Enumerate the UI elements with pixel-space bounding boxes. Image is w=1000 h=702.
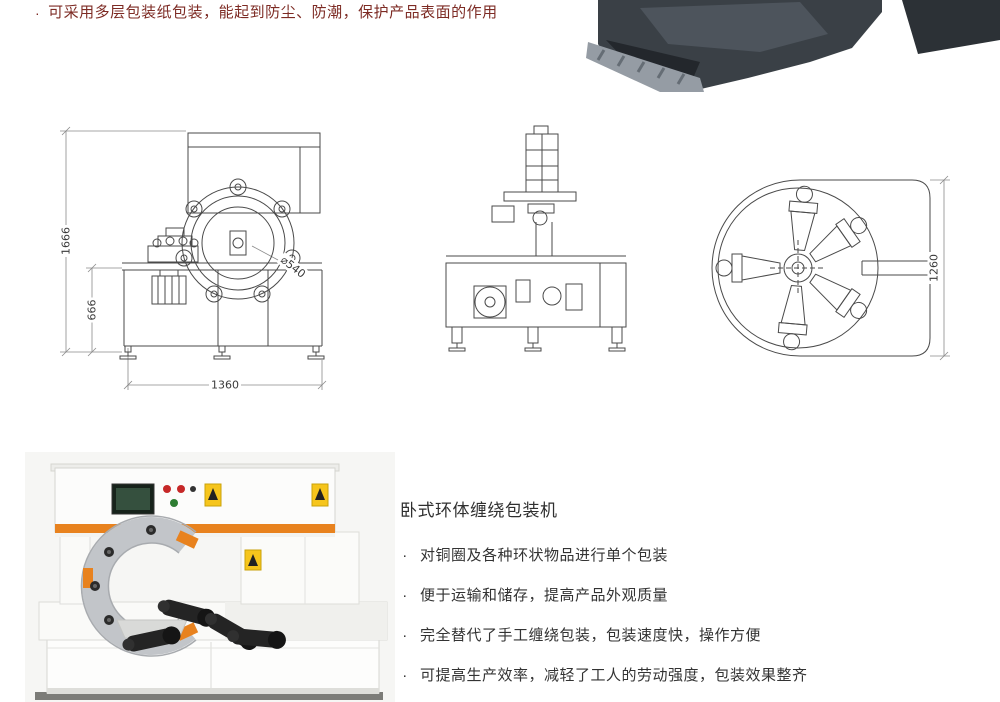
feature-text: 对铜圈及各种环状物品进行单个包装 <box>420 547 669 564</box>
panel-warning-icon <box>204 483 222 507</box>
intro-line: · 可采用多层包装纸包装，能起到防尘、防潮，保护产品表面的作用 <box>35 3 498 23</box>
product-photo <box>25 452 395 702</box>
feature-text: 便于运输和储存，提高产品外观质量 <box>420 587 669 604</box>
dimension-bench-height: 666 <box>85 297 99 323</box>
machine-deck <box>38 601 388 641</box>
control-cabinet <box>50 463 340 537</box>
hero-photo <box>586 0 1000 92</box>
feature-item: · 便于运输和储存，提高产品外观质量 <box>400 585 990 606</box>
bullet-dot: · <box>402 667 408 684</box>
feature-item: · 对铜圈及各种环状物品进行单个包装 <box>400 545 990 566</box>
red-button <box>163 485 171 493</box>
feature-item: · 可提高生产效率，减轻了工人的劳动强度，包装效果整齐 <box>400 665 990 686</box>
bullet-dot: · <box>402 587 408 604</box>
black-knob <box>190 486 196 492</box>
bullet-dot: · <box>402 627 408 644</box>
side-view <box>445 125 627 352</box>
column-warning-icon <box>244 549 262 571</box>
top-view <box>711 175 950 361</box>
product-title: 卧式环体缠绕包装机 <box>400 501 558 520</box>
dimension-top-view: 1260 <box>927 252 941 284</box>
hmi-screen <box>111 483 155 515</box>
machine-rail <box>586 42 704 92</box>
red-button <box>177 485 185 493</box>
feature-list: · 对铜圈及各种环状物品进行单个包装 · 便于运输和储存，提高产品外观质量 · … <box>400 545 990 686</box>
bullet-dot: · <box>402 547 408 564</box>
left-column <box>59 531 91 605</box>
bullet-dot: · <box>35 5 41 21</box>
dimension-total-height: 1666 <box>59 225 73 257</box>
ring-rollers <box>175 178 301 303</box>
panel-warning-icon <box>311 483 329 507</box>
dimension-width: 1360 <box>209 378 241 392</box>
machine-body <box>598 0 882 92</box>
machine-base <box>46 636 380 694</box>
right-column <box>240 531 360 605</box>
wrapping-ring <box>80 515 199 657</box>
dimension-ring-diameter: ⌀540 <box>276 252 310 282</box>
intro-text: 可采用多层包装纸包装，能起到防尘、防潮，保护产品表面的作用 <box>48 4 498 21</box>
feature-item: · 完全替代了手工缠绕包装，包装速度快，操作方便 <box>400 625 990 646</box>
feature-text: 完全替代了手工缠绕包装，包装速度快，操作方便 <box>420 627 762 644</box>
feature-text: 可提高生产效率，减轻了工人的劳动强度，包装效果整齐 <box>420 667 808 684</box>
product-description: 卧式环体缠绕包装机 · 对铜圈及各种环状物品进行单个包装 · 便于运输和储存，提… <box>400 496 990 702</box>
machine-side-panel <box>902 0 1000 54</box>
green-button <box>170 499 178 507</box>
cone-rollers <box>122 599 286 652</box>
